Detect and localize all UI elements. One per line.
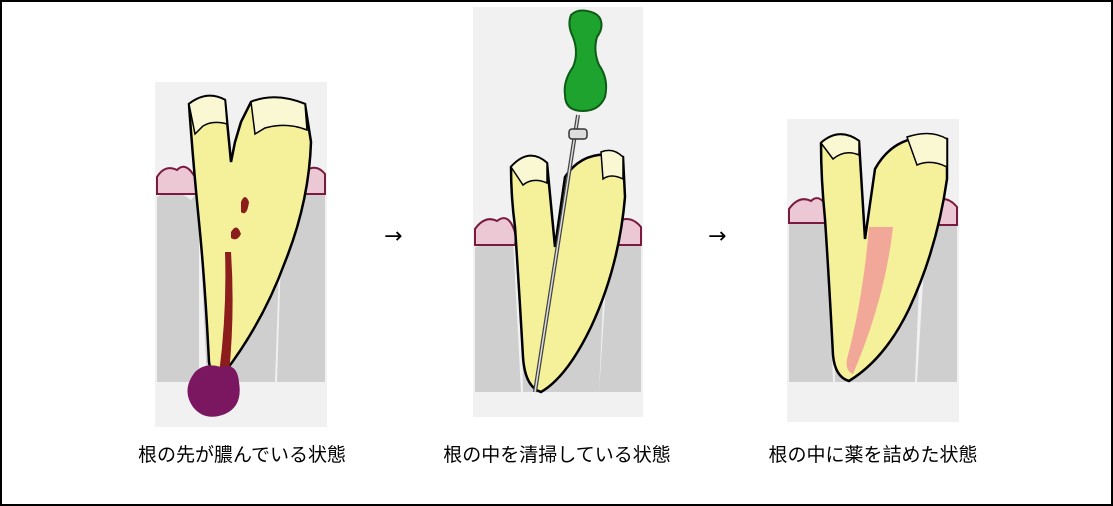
caption-filled: 根の中に薬を詰めた状態 bbox=[768, 444, 978, 466]
tooth-crown-left bbox=[819, 133, 860, 161]
root-filling bbox=[846, 227, 893, 374]
arrow-2: → bbox=[708, 224, 727, 249]
arrow-1: → bbox=[384, 224, 403, 249]
abscess-tooth-illustration bbox=[155, 82, 327, 427]
tooth-crown-left bbox=[510, 155, 548, 187]
tooth-crown-right bbox=[906, 132, 948, 169]
infected-canal bbox=[219, 252, 233, 374]
panel-abscess bbox=[155, 82, 327, 427]
infected-spot-1 bbox=[241, 197, 249, 214]
apical-abscess bbox=[187, 365, 240, 417]
filled-tooth-illustration bbox=[787, 119, 959, 422]
file-stopper bbox=[568, 128, 588, 140]
cleaning-tooth-illustration bbox=[473, 7, 643, 417]
tooth-crown-left bbox=[188, 95, 228, 136]
bone-left bbox=[789, 215, 833, 382]
infected-spot-2 bbox=[231, 227, 241, 240]
gum-left bbox=[474, 217, 517, 246]
panel-cleaning bbox=[473, 7, 643, 417]
file-shaft-highlight bbox=[534, 114, 579, 393]
bone-left bbox=[475, 239, 521, 392]
caption-cleaning: 根の中を清掃している状態 bbox=[443, 444, 671, 466]
tooth-crown-right bbox=[250, 96, 308, 136]
file-handle bbox=[563, 9, 608, 113]
caption-abscess: 根の先が膿んでいる状態 bbox=[137, 444, 347, 466]
bone-left bbox=[157, 190, 199, 382]
gum-left bbox=[156, 165, 199, 195]
tooth-crown-right bbox=[600, 149, 624, 181]
panel-filled bbox=[787, 119, 959, 422]
